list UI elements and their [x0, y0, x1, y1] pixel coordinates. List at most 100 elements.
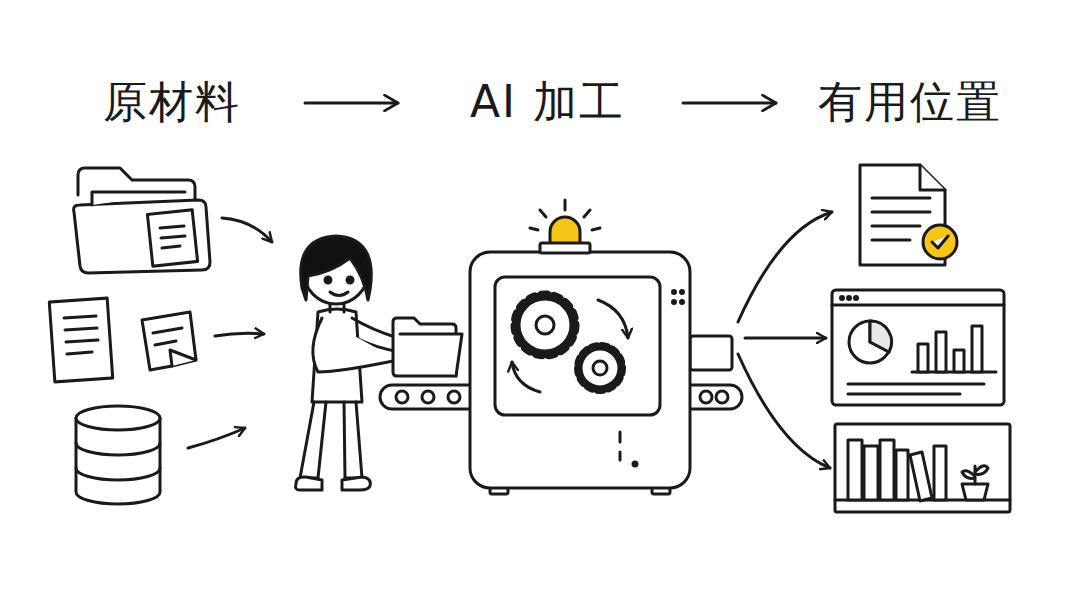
worker-figure	[400, 334, 462, 376]
output-arrow	[738, 354, 830, 468]
folder-icon	[161, 236, 185, 238]
document-icon	[872, 239, 910, 242]
bookshelf-icon	[835, 424, 1010, 512]
warning-light	[540, 210, 546, 217]
paper-icon	[66, 340, 98, 342]
bookshelf-icon	[910, 452, 932, 501]
dashboard-icon	[849, 321, 891, 363]
warning-light	[540, 243, 590, 253]
bookshelf-icon	[962, 484, 988, 500]
document-icon	[923, 225, 957, 259]
worker-figure	[296, 477, 323, 490]
paper-icon	[64, 316, 96, 318]
document-icon	[872, 225, 920, 228]
folder-icon	[147, 210, 197, 266]
folder-icon	[74, 200, 210, 273]
worker-figure	[344, 402, 345, 478]
warning-light	[550, 217, 580, 244]
dashboard-icon	[870, 321, 892, 352]
database-icon	[76, 468, 160, 480]
paper-icon	[155, 341, 176, 345]
dashboard-icon	[841, 297, 844, 300]
bookshelf-icon	[934, 446, 946, 500]
conveyor-belt	[690, 336, 732, 370]
paper-icon	[67, 352, 92, 354]
worker-figure	[325, 277, 331, 283]
worker-figure	[342, 477, 370, 490]
document-icon	[860, 165, 957, 265]
dashboard-icon	[848, 297, 851, 300]
gear-icon	[593, 361, 607, 375]
folder-icon	[162, 246, 180, 248]
gear-icon	[578, 346, 622, 390]
document-icon	[872, 211, 930, 214]
database-icon	[76, 443, 160, 455]
conveyor-belt	[448, 391, 460, 403]
output-arrow	[745, 337, 826, 340]
database-icon	[76, 406, 160, 430]
document-icon	[920, 165, 945, 190]
worker-figure	[301, 236, 372, 300]
machine	[470, 252, 690, 488]
folder-icon	[92, 192, 185, 205]
worker-figure	[300, 402, 314, 478]
bookshelf-icon	[880, 440, 894, 500]
database-icon	[76, 406, 160, 504]
machine	[470, 252, 690, 494]
output-arrow	[738, 212, 832, 322]
warning-light	[564, 200, 567, 210]
machine	[673, 301, 676, 304]
dashboard-icon	[832, 290, 1004, 405]
header-arrow	[305, 102, 398, 105]
worker-figure	[352, 318, 398, 338]
machine	[681, 291, 684, 294]
dashboard-icon	[918, 344, 928, 372]
machine	[619, 432, 622, 442]
conveyor-belt	[422, 391, 434, 403]
dashboard-icon	[855, 297, 858, 300]
gear-icon	[512, 295, 628, 392]
warning-light	[530, 228, 538, 230]
gear-icon	[598, 300, 628, 338]
input-arrow	[215, 333, 264, 336]
warning-light	[530, 200, 600, 253]
bookshelf-icon	[848, 440, 862, 500]
worker-figure	[318, 402, 326, 478]
bookshelf-icon	[962, 466, 988, 484]
gear-icon	[519, 299, 571, 351]
stage-label: AI 加工	[470, 74, 625, 130]
machine	[681, 301, 684, 304]
conveyor-belt	[716, 391, 728, 403]
machine	[633, 462, 637, 466]
machine	[619, 452, 622, 460]
stage-label: 原材料	[103, 74, 241, 130]
paper-icon	[65, 328, 97, 330]
conveyor-belt	[700, 391, 712, 403]
dashboard-icon	[972, 326, 982, 372]
worker-figure	[356, 402, 362, 478]
input-arrow	[222, 218, 272, 242]
machine	[495, 277, 660, 415]
dashboard-icon	[936, 332, 946, 372]
dashboard-icon	[832, 290, 1004, 405]
machine	[673, 291, 676, 294]
dashboard-icon	[848, 393, 960, 396]
input-arrow	[188, 428, 245, 448]
worker-figure	[296, 236, 463, 490]
paper-icon	[142, 312, 196, 370]
folder-icon	[74, 168, 210, 273]
paper-icon	[49, 298, 196, 382]
gear-icon	[512, 362, 540, 392]
warning-light	[592, 228, 600, 230]
header-arrow	[683, 102, 776, 105]
gear-icon	[581, 349, 619, 387]
dashboard-icon	[832, 304, 1004, 307]
stage-label: 有用位置	[818, 74, 1002, 130]
output-arrow	[738, 212, 832, 468]
bookshelf-icon	[896, 450, 908, 500]
input-arrow	[188, 218, 272, 448]
bookshelf-icon	[864, 446, 878, 500]
gear-icon	[515, 295, 575, 355]
worker-figure	[313, 318, 398, 372]
